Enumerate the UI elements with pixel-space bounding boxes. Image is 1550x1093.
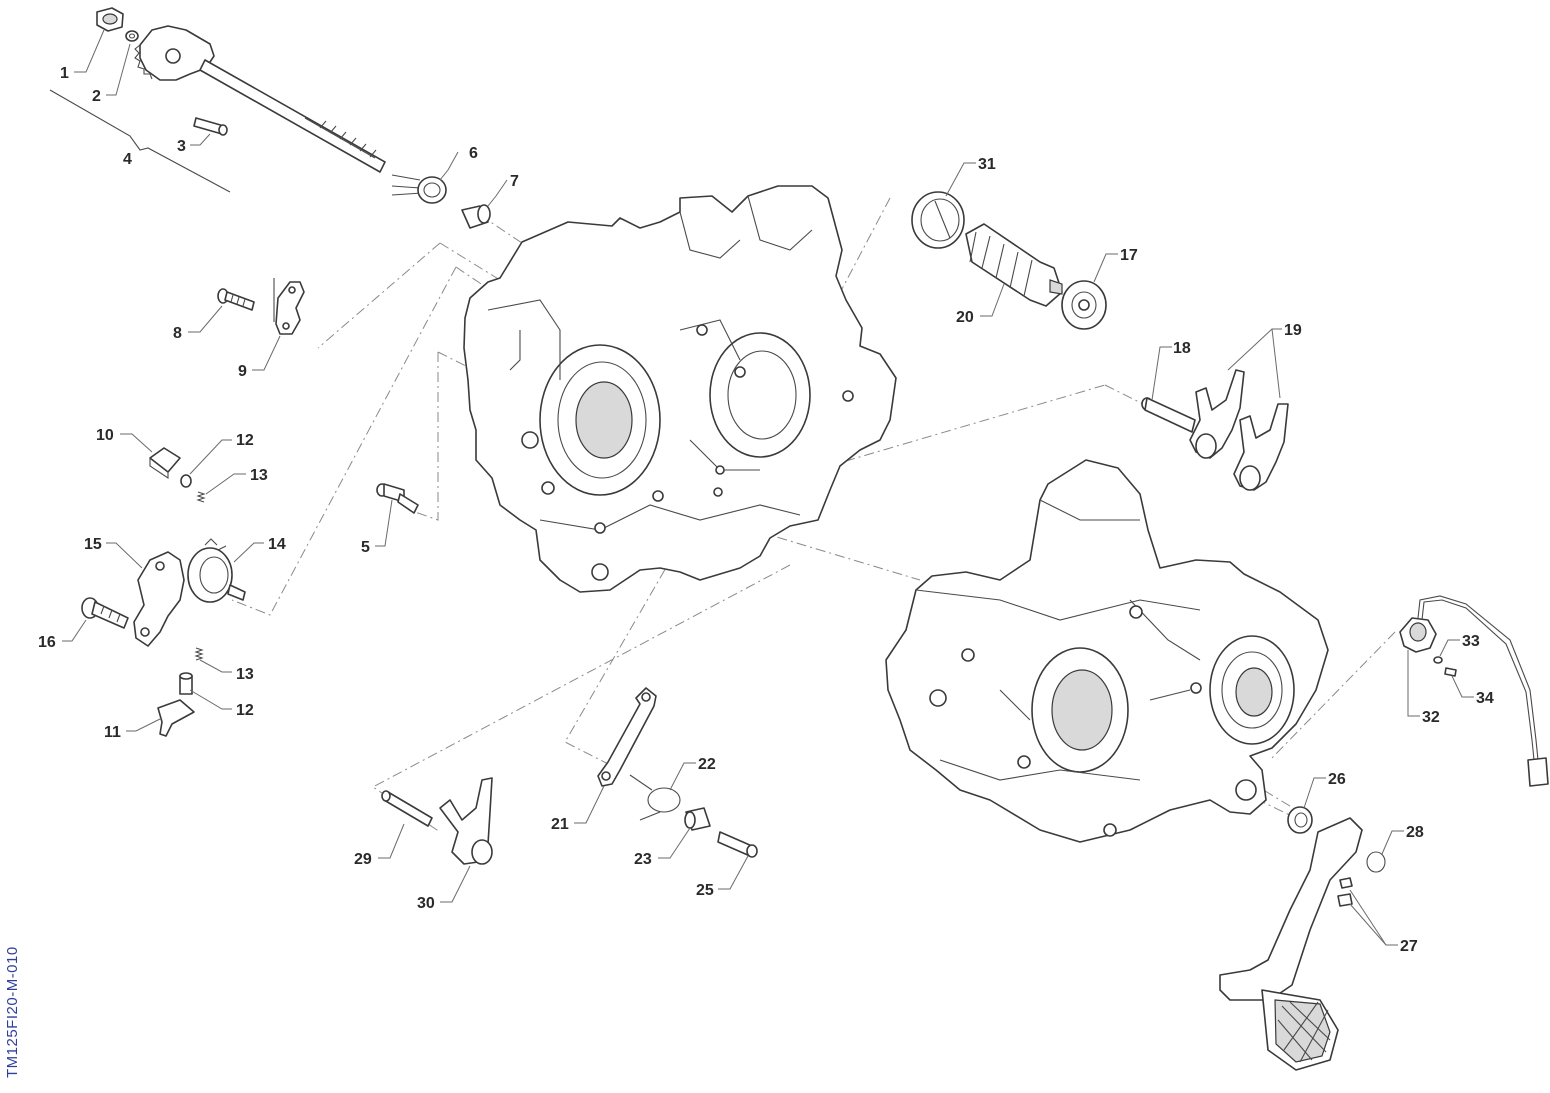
- bearing-part-31[interactable]: [911, 191, 965, 249]
- selector-drum-part-20[interactable]: [965, 223, 1063, 307]
- fork-shaft-part-18[interactable]: [1141, 397, 1196, 433]
- plunger-part-12-lower[interactable]: [179, 672, 193, 695]
- spring-part-22[interactable]: [629, 774, 681, 821]
- bracket-part-4: [49, 89, 231, 193]
- callout-18: 18: [1173, 340, 1191, 357]
- callout-labels: 1 2 3 4 6 7 8 9 10 12 13 15 14 16 13 12 …: [38, 65, 1494, 955]
- detent-arm-part-21[interactable]: [597, 687, 657, 787]
- selector-drum-cam-part-14[interactable]: [187, 538, 246, 603]
- lever-part-15[interactable]: [133, 551, 185, 647]
- callout-1: 1: [60, 65, 69, 82]
- circlip-part-28[interactable]: [1366, 851, 1386, 873]
- screw-part-25[interactable]: [717, 831, 758, 858]
- callout-32: 32: [1422, 709, 1440, 726]
- callout-11: 11: [104, 724, 121, 741]
- washer-part-2[interactable]: [125, 30, 139, 42]
- callout-12-upper: 12: [236, 432, 254, 449]
- pin-part-3[interactable]: [193, 117, 228, 136]
- callout-27: 27: [1400, 938, 1418, 955]
- callout-22: 22: [698, 756, 716, 773]
- shift-fork-part-30[interactable]: [439, 777, 493, 865]
- callout-20: 20: [956, 309, 974, 326]
- callout-15: 15: [84, 536, 102, 553]
- callout-13-upper: 13: [250, 467, 268, 484]
- callout-23: 23: [634, 851, 652, 868]
- callout-7: 7: [510, 173, 519, 190]
- bushing-part-7[interactable]: [461, 204, 491, 229]
- callout-16: 16: [38, 634, 56, 651]
- callout-29: 29: [354, 851, 372, 868]
- shift-fork-part-19b[interactable]: [1233, 403, 1289, 491]
- callout-5: 5: [361, 539, 370, 556]
- callout-26: 26: [1328, 771, 1346, 788]
- screw-part-16[interactable]: [81, 597, 129, 629]
- fork-shaft-part-29[interactable]: [381, 790, 433, 827]
- callout-19: 19: [1284, 322, 1302, 339]
- nut-part-1[interactable]: [96, 7, 124, 32]
- callout-17: 17: [1120, 247, 1138, 264]
- oil-seal-part-26[interactable]: [1287, 806, 1313, 834]
- callout-3: 3: [177, 138, 186, 155]
- callout-33: 33: [1462, 633, 1480, 650]
- screw-part-34[interactable]: [1444, 667, 1457, 677]
- spring-part-13-upper[interactable]: [196, 491, 206, 503]
- callout-10: 10: [96, 427, 114, 444]
- callout-2: 2: [92, 88, 101, 105]
- spring-part-13-lower[interactable]: [194, 647, 204, 661]
- callout-4: 4: [123, 151, 132, 168]
- crankcase-right-half[interactable]: [885, 459, 1329, 843]
- callout-14: 14: [268, 536, 286, 553]
- bushing-part-23[interactable]: [684, 807, 711, 831]
- callout-21: 21: [551, 816, 569, 833]
- callout-6: 6: [469, 145, 478, 162]
- bearing-part-17[interactable]: [1061, 280, 1107, 330]
- callout-25: 25: [696, 882, 714, 899]
- cap-part-10[interactable]: [149, 447, 181, 480]
- drawing-code: TM125FI20-M-010: [4, 946, 21, 1078]
- screw-part-27[interactable]: [1337, 877, 1353, 907]
- plunger-part-12-upper[interactable]: [180, 474, 192, 488]
- callout-28: 28: [1406, 824, 1424, 841]
- callout-31: 31: [978, 156, 996, 173]
- shift-fork-part-19a[interactable]: [1189, 369, 1245, 459]
- callout-12-lower: 12: [236, 702, 254, 719]
- callout-30: 30: [417, 895, 435, 912]
- callout-13-lower: 13: [236, 666, 254, 683]
- callout-9: 9: [238, 363, 247, 380]
- gear-shift-lever[interactable]: [1219, 817, 1363, 1071]
- fitting-part-5[interactable]: [376, 483, 419, 514]
- callout-8: 8: [173, 325, 182, 342]
- washer-part-33[interactable]: [1433, 656, 1443, 664]
- crankcase-left-half[interactable]: [463, 185, 897, 593]
- detent-part-11[interactable]: [157, 699, 195, 737]
- return-spring-part-6[interactable]: [391, 174, 447, 204]
- plate-part-9[interactable]: [273, 278, 305, 335]
- gear-sensor-part-32[interactable]: [1399, 595, 1549, 787]
- screw-part-8[interactable]: [217, 288, 255, 311]
- gear-shift-shaft-part-4[interactable]: [134, 25, 386, 173]
- callout-34: 34: [1476, 690, 1494, 707]
- leader-lines: [62, 29, 1474, 946]
